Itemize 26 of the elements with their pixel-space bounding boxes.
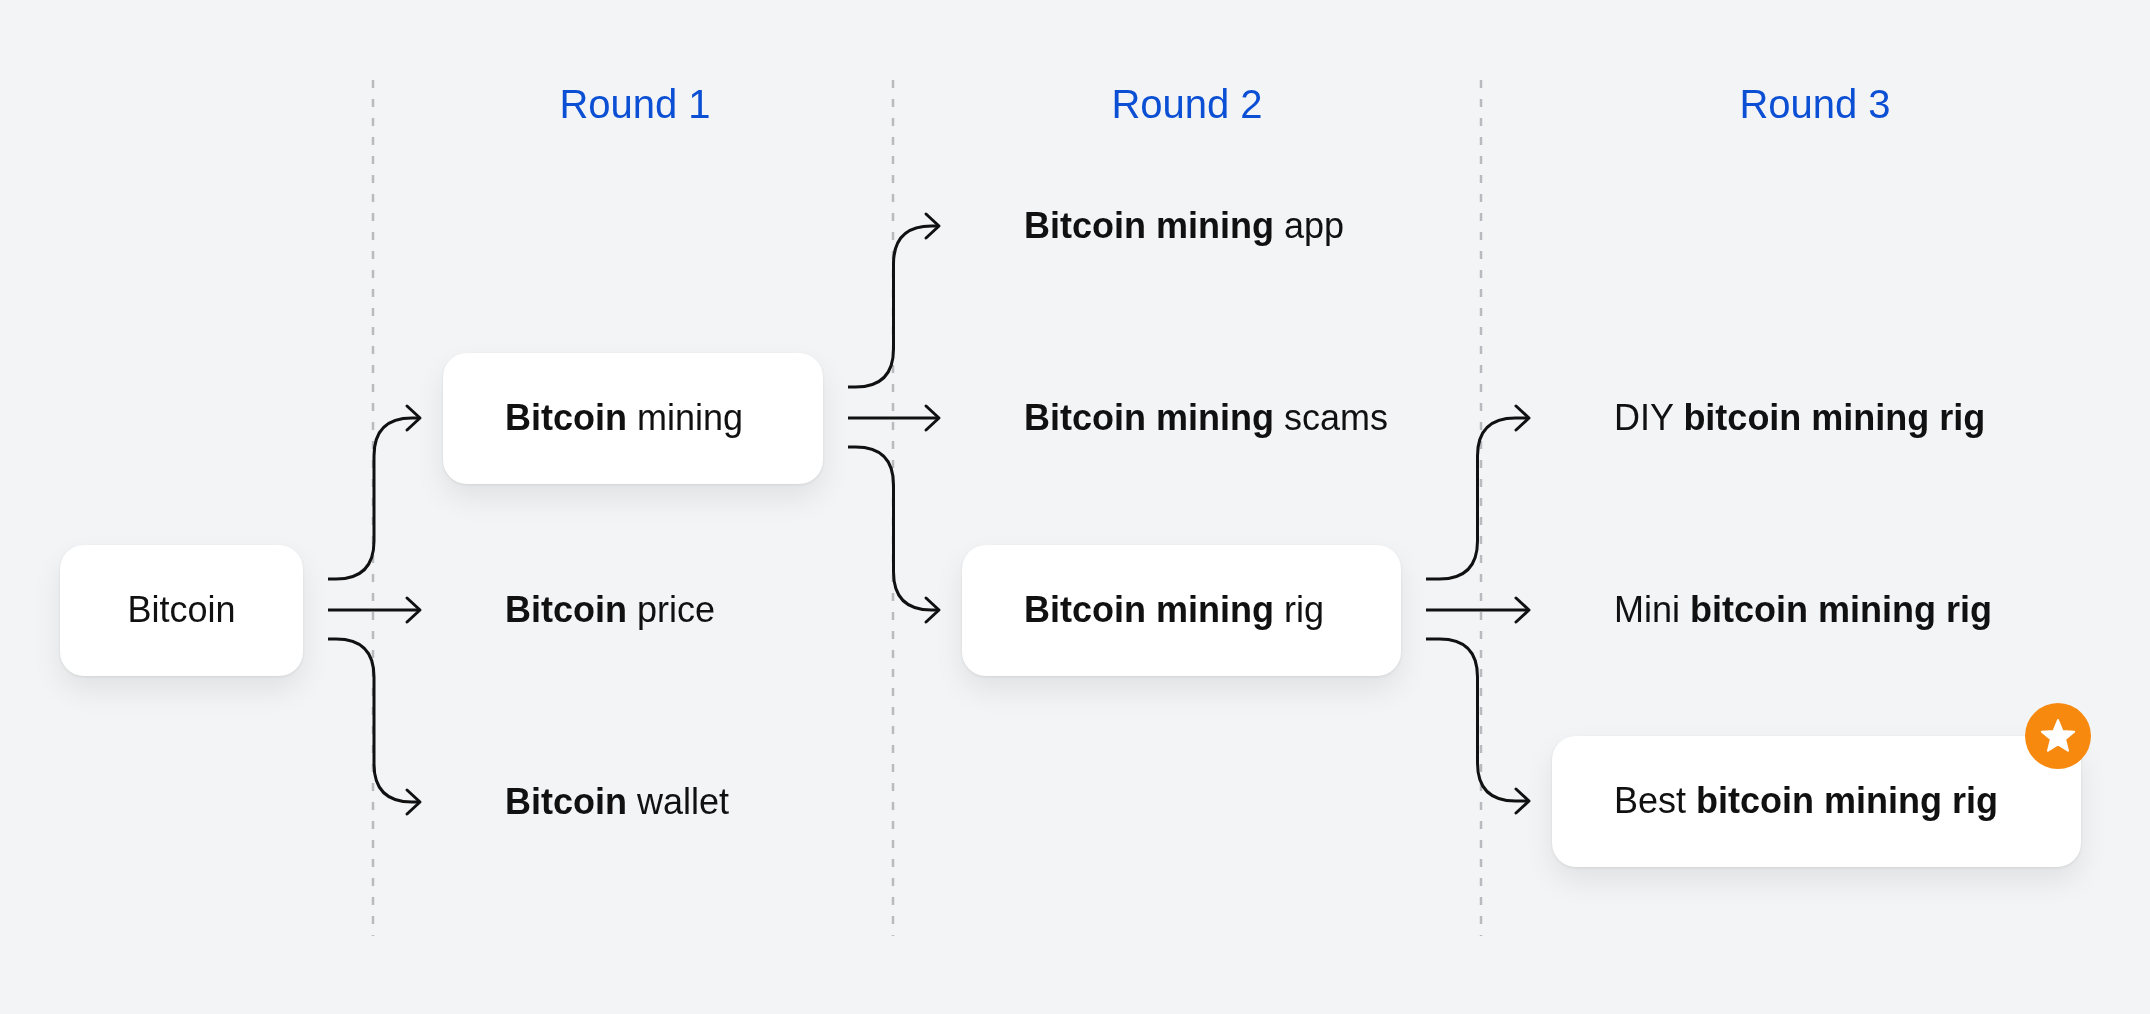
arrow [848, 212, 941, 389]
keyword-text: Bitcoin mining app [1024, 205, 1345, 247]
keyword-card [1552, 735, 2081, 867]
arrow [1426, 637, 1531, 815]
keyword-card [443, 352, 823, 484]
keyword-text: Bitcoin mining [505, 397, 744, 439]
keyword-text: Bitcoin price [505, 589, 716, 631]
keyword-text: Mini bitcoin mining rig [1614, 589, 1992, 631]
keyword-text: Bitcoin [127, 589, 236, 631]
arrow [1426, 404, 1531, 581]
round-heading: Round 3 [1739, 82, 1891, 127]
arrow [328, 404, 422, 581]
keyword-text: Bitcoin mining scams [1024, 397, 1388, 439]
arrow [328, 596, 422, 624]
arrow [848, 404, 941, 432]
keyword-card [60, 544, 303, 676]
keyword-text: Bitcoin mining rig [1024, 589, 1324, 631]
keyword-text: Bitcoin wallet [505, 781, 730, 823]
arrow [328, 637, 422, 816]
keyword-card [962, 544, 1401, 676]
round-heading: Round 2 [1111, 82, 1263, 127]
arrow [1426, 596, 1531, 624]
round-heading: Round 1 [559, 82, 711, 127]
keyword-text: Best bitcoin mining rig [1614, 780, 1999, 822]
keyword-text: DIY bitcoin mining rig [1614, 397, 1986, 439]
arrow [848, 445, 941, 624]
